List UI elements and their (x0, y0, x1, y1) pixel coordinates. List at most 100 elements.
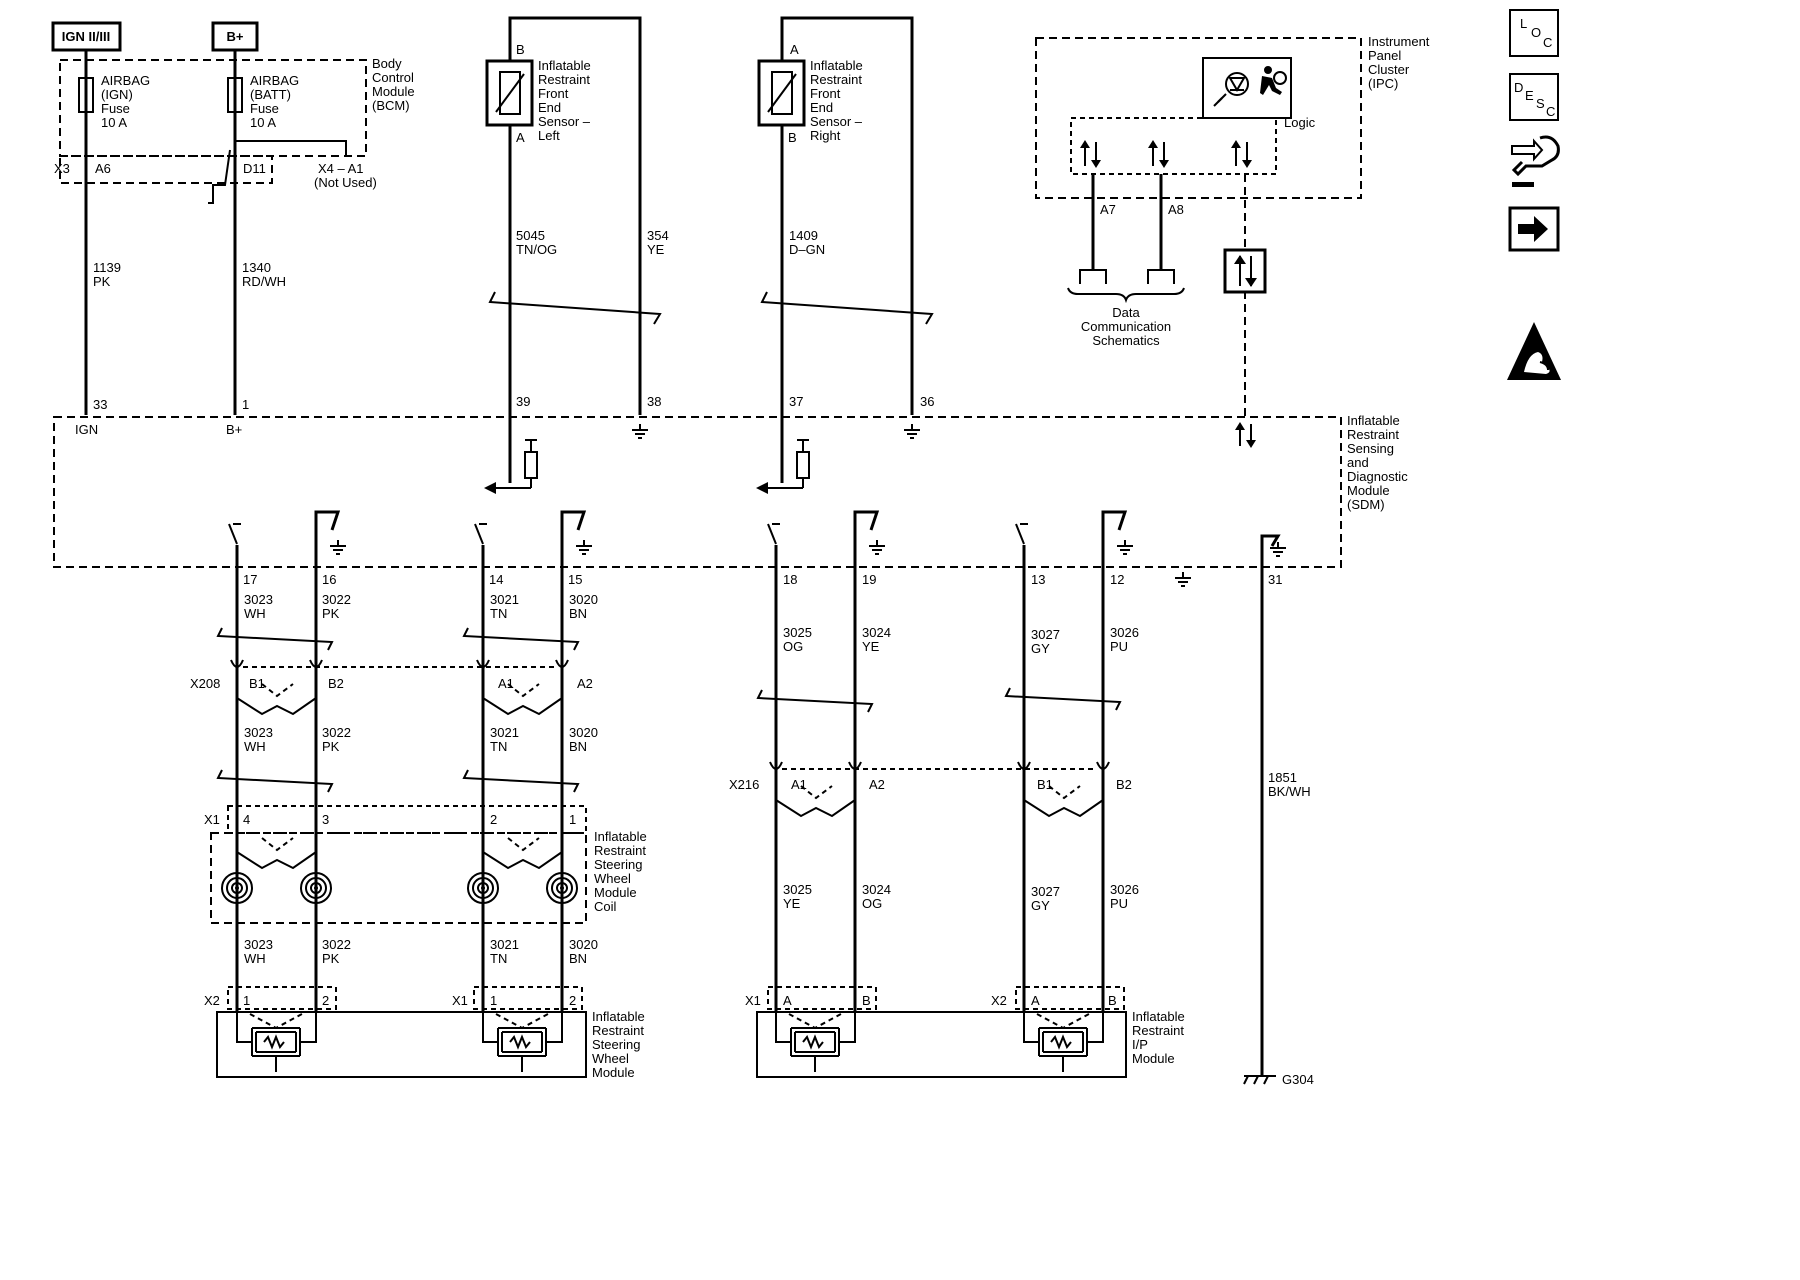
svg-text:GY: GY (1031, 898, 1050, 913)
deploy-loop-4 (1015, 510, 1134, 567)
svg-text:WH: WH (244, 951, 266, 966)
svg-text:3026: 3026 (1110, 882, 1139, 897)
svg-text:Front: Front (538, 86, 569, 101)
swm-x2-connector (227, 986, 337, 1010)
svg-text:Restraint: Restraint (1132, 1023, 1184, 1038)
svg-text:3022: 3022 (322, 937, 351, 952)
wire-1851 (1260, 534, 1281, 1076)
svg-text:10 A: 10 A (101, 115, 127, 130)
svg-text:Restraint: Restraint (594, 843, 646, 858)
sdm-pin-36: 36 (920, 394, 934, 409)
svg-text:Fuse: Fuse (101, 101, 130, 116)
svg-text:3022: 3022 (322, 725, 351, 740)
svg-text:BN: BN (569, 606, 587, 621)
x208-b1: B1 (249, 676, 265, 691)
ipm-x2-pin-a: A (1031, 993, 1040, 1008)
a6-label: A6 (95, 161, 111, 176)
svg-text:Module: Module (1132, 1051, 1175, 1066)
swm-x2-pin-2: 2 (322, 993, 329, 1008)
svg-text:PU: PU (1110, 896, 1128, 911)
ipc-box (1035, 37, 1362, 199)
x216-a2: A2 (869, 777, 885, 792)
svg-text:End: End (538, 100, 561, 115)
svg-text:Restraint: Restraint (592, 1023, 644, 1038)
svg-text:PK: PK (322, 739, 340, 754)
coil-pin-2: 2 (490, 812, 497, 827)
svg-text:Restraint: Restraint (810, 72, 862, 87)
ipm-x2-connector (1015, 986, 1125, 1010)
svg-text:3021: 3021 (490, 725, 519, 740)
ground-icon (631, 423, 649, 439)
svg-text:3023: 3023 (244, 725, 273, 740)
svg-text:Module: Module (372, 84, 415, 99)
coil-pin-4: 4 (243, 812, 250, 827)
sdm-data-arrows-icon (1235, 422, 1256, 448)
svg-text:D: D (1514, 80, 1523, 95)
ipm-x1-connector (767, 986, 877, 1010)
svg-text:YE: YE (783, 896, 801, 911)
svg-text:OG: OG (783, 639, 803, 654)
svg-text:3024: 3024 (862, 882, 891, 897)
sensor-right-loop (780, 16, 914, 483)
esd-warning-icon (1507, 322, 1561, 380)
svg-text:(BCM): (BCM) (372, 98, 410, 113)
clockspring-coil-icon (546, 872, 578, 904)
d11-label: D11 (243, 161, 266, 176)
svg-text:WH: WH (244, 606, 266, 621)
sdm-pin-18: 18 (783, 572, 797, 587)
svg-text:Instrument: Instrument (1368, 34, 1430, 49)
bcm-internal-link-2 (208, 149, 231, 204)
sdm-pin-16: 16 (322, 572, 336, 587)
svg-text:3023: 3023 (244, 592, 273, 607)
svg-text:E: E (1525, 88, 1534, 103)
next-page-arrow-icon[interactable] (1508, 206, 1560, 252)
svg-text:PK: PK (322, 606, 340, 621)
bplus-label: B+ (227, 29, 244, 44)
svg-text:AIRBAG: AIRBAG (101, 73, 150, 88)
svg-text:PK: PK (93, 274, 111, 289)
sdm-pin-17: 17 (243, 572, 257, 587)
ipc-a8-terminal (1147, 269, 1175, 284)
sdm-label: InflatableRestraintSensingandDiagnosticM… (1347, 413, 1408, 512)
twist-left (488, 291, 662, 325)
svg-text:BN: BN (569, 951, 587, 966)
swm-box (216, 1011, 587, 1078)
coil-shunt (236, 837, 563, 870)
ipm-x2-pin-b: B (1108, 993, 1117, 1008)
svg-text:3027: 3027 (1031, 884, 1060, 899)
sdm-pin-39: 39 (516, 394, 530, 409)
svg-text:3026: 3026 (1110, 625, 1139, 640)
svg-text:Module: Module (1347, 483, 1390, 498)
sdm-box (53, 416, 1342, 568)
svg-text:Front: Front (810, 86, 841, 101)
sdm-pin-13: 13 (1031, 572, 1045, 587)
svg-text:Wheel: Wheel (592, 1051, 629, 1066)
x208-label: X208 (190, 676, 220, 691)
location-view-button[interactable]: LOC (1509, 9, 1559, 57)
not-used-label: (Not Used) (314, 175, 377, 190)
coil-x1-label: X1 (204, 812, 220, 827)
coil-box (210, 832, 587, 924)
svg-text:AIRBAG: AIRBAG (250, 73, 299, 88)
x208-a2: A2 (577, 676, 593, 691)
clockspring-coil-icon (221, 872, 253, 904)
swm-x2-label: X2 (204, 993, 220, 1008)
x208-shunt (236, 683, 563, 716)
svg-text:End: End (810, 100, 833, 115)
svg-text:3020: 3020 (569, 592, 598, 607)
x216-shunt (775, 785, 1104, 818)
svg-text:Cluster: Cluster (1368, 62, 1410, 77)
deploy-loop-3 (767, 510, 886, 567)
svg-text:Inflatable: Inflatable (1347, 413, 1400, 428)
svg-text:Inflatable: Inflatable (592, 1009, 645, 1024)
x208-b2: B2 (328, 676, 344, 691)
ipm-deploy-stage-2 (1023, 1012, 1104, 1072)
diagnostic-procedure-icon[interactable] (1511, 135, 1560, 187)
swm-deploy-stage-2 (482, 1012, 563, 1072)
